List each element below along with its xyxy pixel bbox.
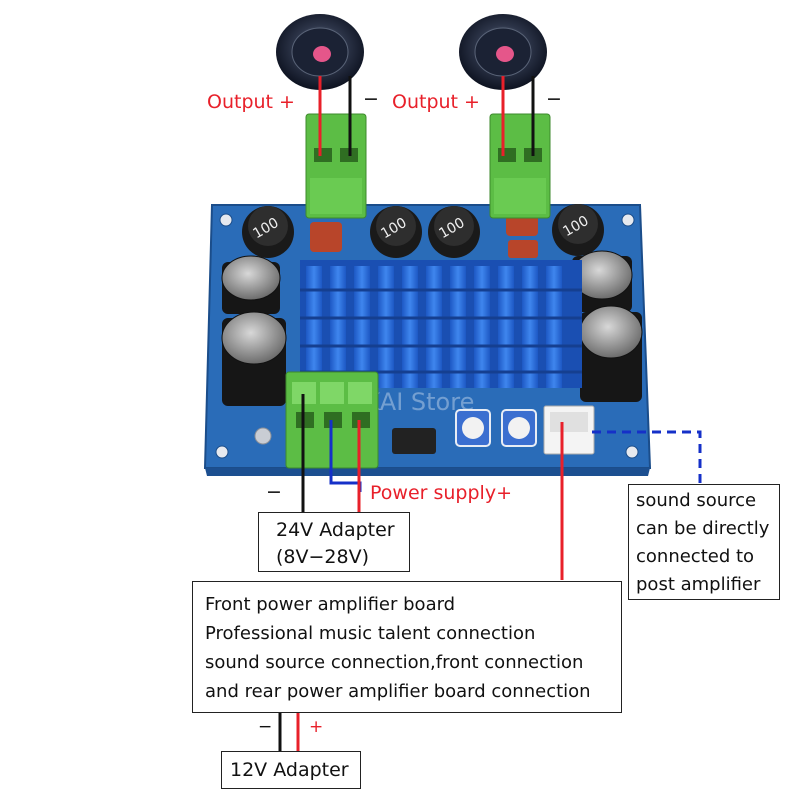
left-speaker-minus-label: − [363, 88, 379, 110]
trimmer-potentiometer [455, 409, 491, 447]
heatsink [300, 260, 582, 388]
right-speaker-minus-label: − [546, 88, 562, 110]
sound-source-note-line: sound source [636, 490, 757, 511]
inductor: 100 [242, 206, 294, 258]
diode [392, 428, 436, 454]
right-output-label: Output + [392, 91, 480, 113]
right-output-terminal [489, 113, 551, 219]
film-capacitor [310, 222, 342, 252]
front-board-note-line: and rear power amplifier board connectio… [205, 681, 591, 702]
adapter-24v-range: (8V−28V) [276, 546, 370, 568]
inductor: 100 [552, 204, 604, 256]
sound-source-note-line: can be directly [636, 518, 770, 539]
front-board-note-box: Front power amplifier board Professional… [192, 581, 622, 713]
trimmer-potentiometer [501, 409, 537, 447]
power-supply-label: Power supply+ [370, 482, 512, 504]
mounting-hole [215, 445, 229, 459]
film-capacitor [506, 214, 538, 236]
post-amp-dashed-line [592, 430, 702, 485]
adapter-12v-plus-label: + [309, 717, 324, 737]
sound-source-note-line: post amplifier [636, 574, 761, 595]
right-speaker [459, 14, 547, 90]
front-board-note-line: Front power amplifier board [205, 594, 456, 615]
front-board-note-line: Professional music talent connection [205, 623, 536, 644]
film-capacitor [508, 240, 538, 258]
mounting-hole [219, 213, 233, 227]
adapter-24v-box: 24V Adapter (8V−28V) [258, 512, 410, 572]
adapter-12v-title: 12V Adapter [230, 759, 349, 781]
mounting-hole [621, 213, 635, 227]
led [254, 427, 272, 445]
pcb-board-edge [205, 468, 650, 476]
sound-source-note-line: connected to [636, 546, 755, 567]
left-output-label: Output + [207, 91, 295, 113]
inductor: 100 [370, 206, 422, 258]
input-connector [543, 405, 595, 455]
power-minus-label: − [266, 481, 282, 503]
mounting-hole [625, 445, 639, 459]
adapter-24v-title: 24V Adapter [276, 519, 395, 541]
electrolytic-capacitor [221, 255, 287, 406]
front-board-note-line: sound source connection,front connection [205, 652, 584, 673]
adapter-12v-box: 12V Adapter [221, 751, 361, 789]
left-output-terminal [305, 113, 367, 219]
electrolytic-capacitor [571, 250, 643, 402]
inductor: 100 [428, 206, 480, 258]
adapter-12v-minus-label: − [258, 717, 273, 737]
sound-source-note-box: sound source can be directly connected t… [628, 484, 780, 600]
